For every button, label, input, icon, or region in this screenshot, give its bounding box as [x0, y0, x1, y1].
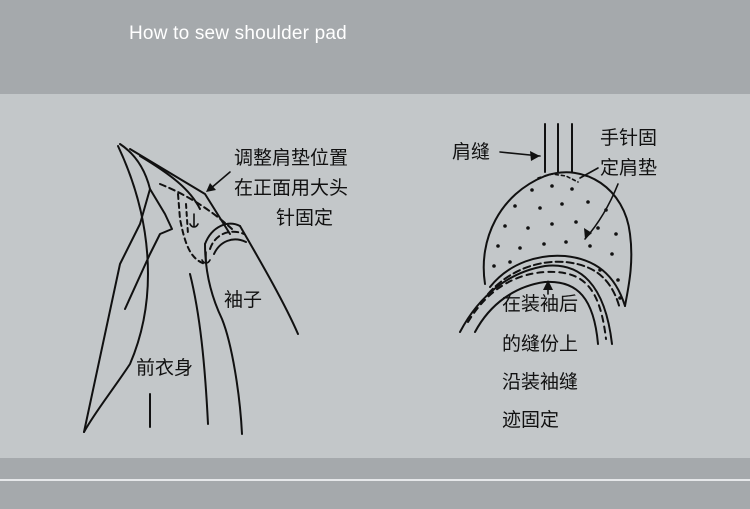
label-front-body: 前衣身: [136, 357, 194, 379]
label-shoulder-seam: 肩缝: [452, 141, 491, 163]
label-armhole-line1: 在装袖后: [502, 293, 579, 315]
page-title: How to sew shoulder pad: [129, 23, 347, 44]
label-sleeve: 袖子: [224, 289, 263, 311]
label-hand-stitch-line1: 手针固: [600, 127, 658, 149]
diagram-panel: 调整肩垫位置 在正面用大头 针固定 袖子 前衣身 肩缝 手针固 定肩垫 在装袖后…: [0, 94, 750, 458]
shoulder-pad-diagram: [83, 123, 633, 435]
label-armhole-line4: 迹固定: [502, 409, 560, 431]
jacket-illustration: [83, 143, 299, 435]
label-armhole-line2: 的缝份上: [502, 333, 579, 355]
label-adjust-pad-line3: 针固定: [276, 207, 334, 229]
label-armhole-line3: 沿装袖缝: [502, 371, 579, 393]
label-adjust-pad-line1: 调整肩垫位置: [234, 147, 349, 169]
label-hand-stitch-line2: 定肩垫: [600, 157, 658, 179]
label-adjust-pad-line2: 在正面用大头: [234, 177, 349, 199]
pad-dots: [492, 184, 622, 300]
footer-divider: [0, 479, 750, 481]
footer-bar: [0, 458, 750, 509]
header-bar: How to sew shoulder pad: [0, 0, 750, 94]
